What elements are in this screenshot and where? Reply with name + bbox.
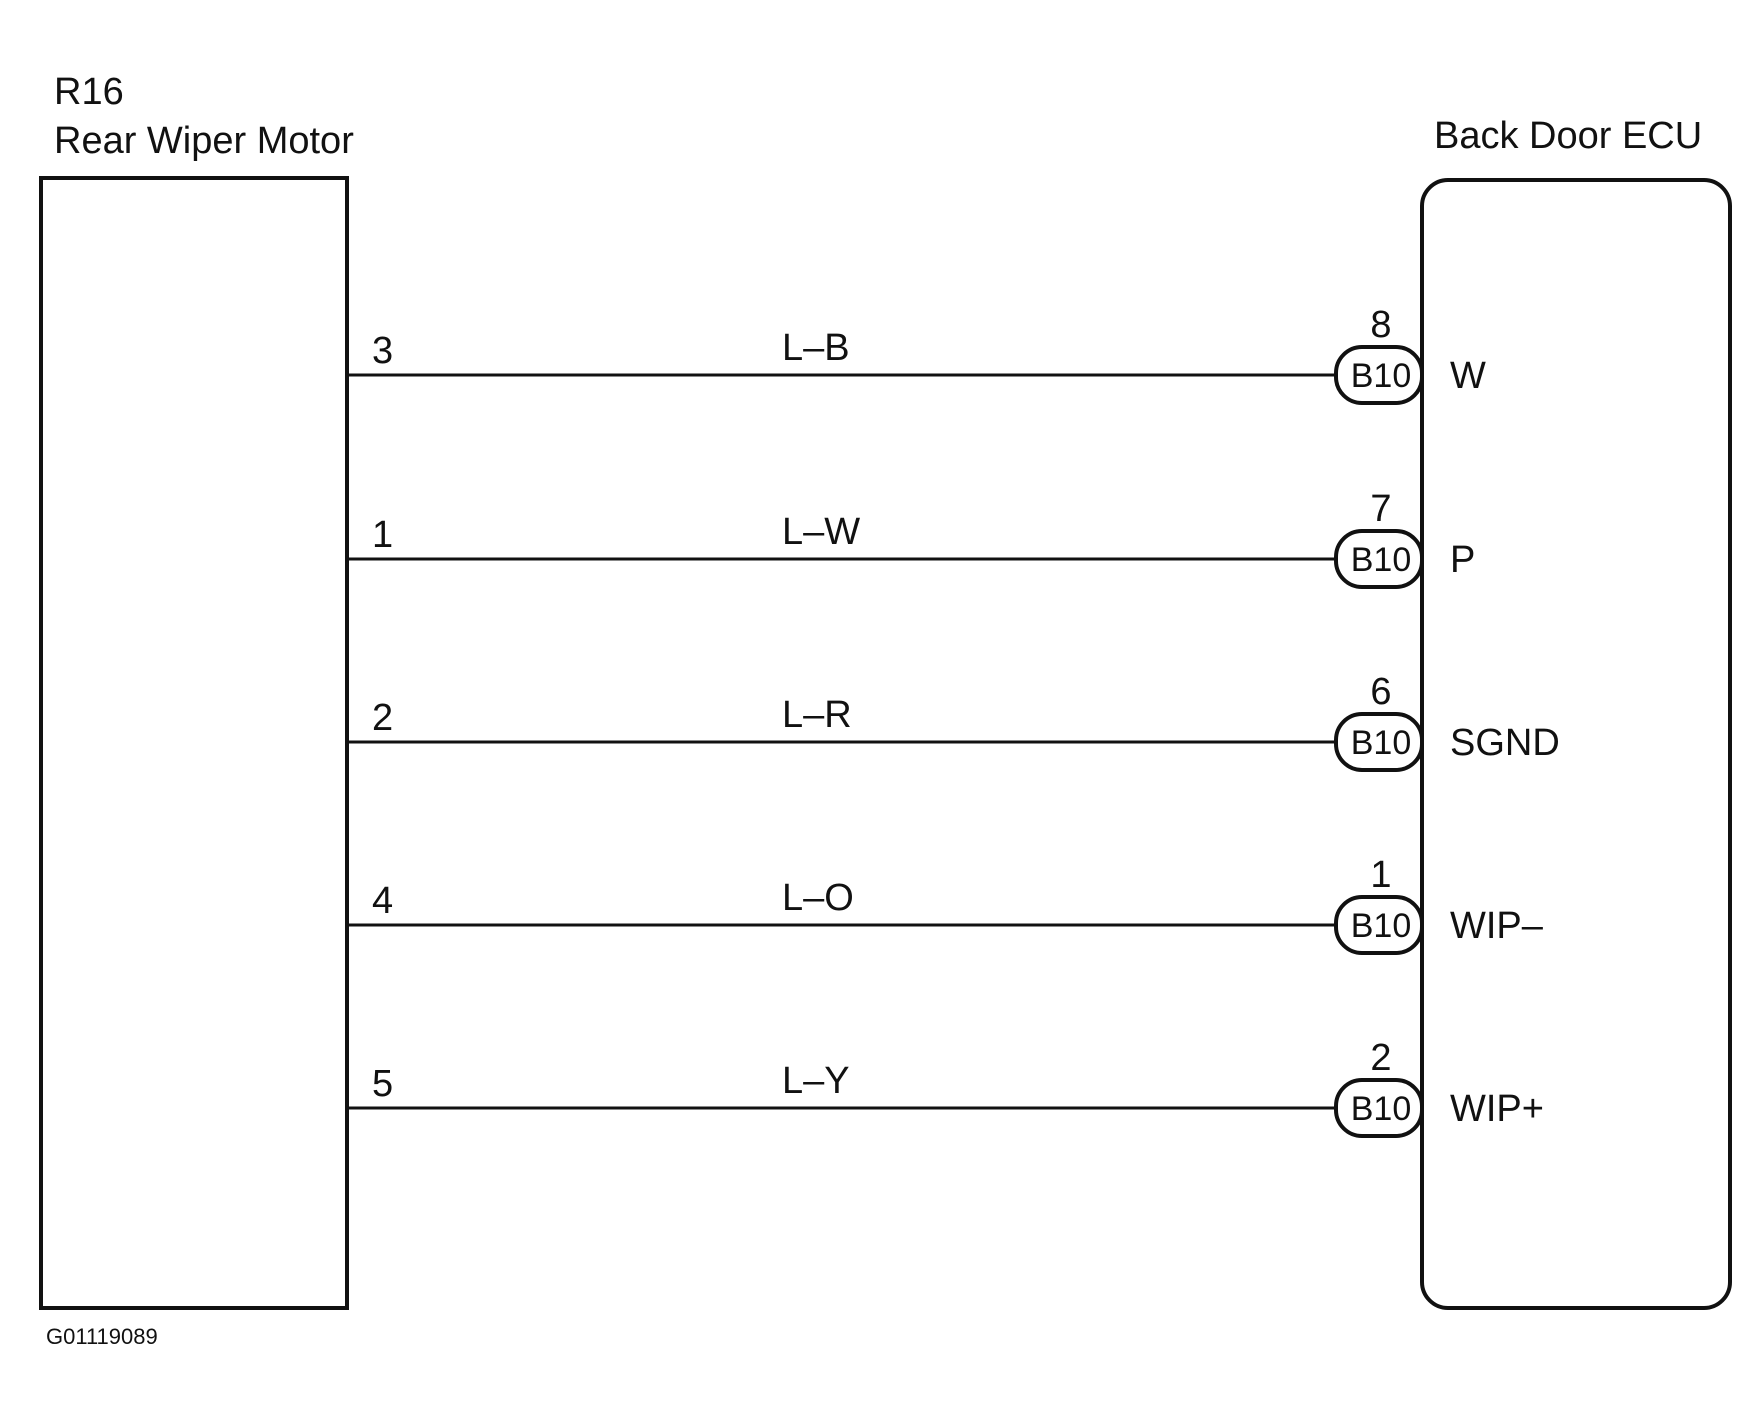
connector-code: B10 — [1351, 357, 1412, 395]
wire-color-code: L–B — [782, 327, 850, 369]
ecu-pin-number: 1 — [1370, 854, 1391, 896]
motor-pin-number: 5 — [372, 1063, 393, 1105]
ecu-pin-number: 8 — [1370, 304, 1391, 346]
wire-row: 3 L–B B10 8W — [349, 304, 1486, 405]
connector-shape — [1334, 529, 1424, 589]
figure-id: G01119089 — [46, 1324, 158, 1349]
ecu-pin-number: 6 — [1370, 671, 1391, 713]
connector-shape — [1334, 895, 1424, 955]
ecu-terminal-name: W — [1450, 355, 1486, 397]
wire-row: 1 L–W B10 7P — [349, 488, 1475, 589]
wire-color-code: L–Y — [782, 1060, 850, 1102]
connector-code: B10 — [1351, 541, 1412, 579]
connector-code: B10 — [1351, 724, 1412, 762]
motor-box — [39, 176, 349, 1310]
ecu-name: Back Door ECU — [1434, 115, 1702, 157]
motor-pin-number: 3 — [372, 330, 393, 372]
wire-color-code: L–W — [782, 511, 860, 553]
motor-pin-number: 1 — [372, 514, 393, 556]
ecu-terminal-name: WIP+ — [1450, 1088, 1544, 1130]
ecu-terminal-name: WIP– — [1450, 905, 1544, 947]
motor-name: Rear Wiper Motor — [54, 120, 354, 162]
connector-code: B10 — [1351, 907, 1412, 945]
connector-code: B10 — [1351, 1090, 1412, 1128]
motor-code: R16 — [54, 71, 124, 113]
motor-pin-number: 2 — [372, 697, 393, 739]
wire-color-code: L–R — [782, 694, 852, 736]
wire-color-code: L–O — [782, 877, 854, 919]
connector-shape — [1334, 345, 1424, 405]
connector-shape — [1334, 1078, 1424, 1138]
ecu-terminal-name: SGND — [1450, 722, 1560, 764]
ecu-terminal-name: P — [1450, 539, 1475, 581]
ecu-pin-number: 2 — [1370, 1037, 1391, 1079]
motor-pin-number: 4 — [372, 880, 393, 922]
ecu-pin-number: 7 — [1370, 488, 1391, 530]
connector-shape — [1334, 712, 1424, 772]
